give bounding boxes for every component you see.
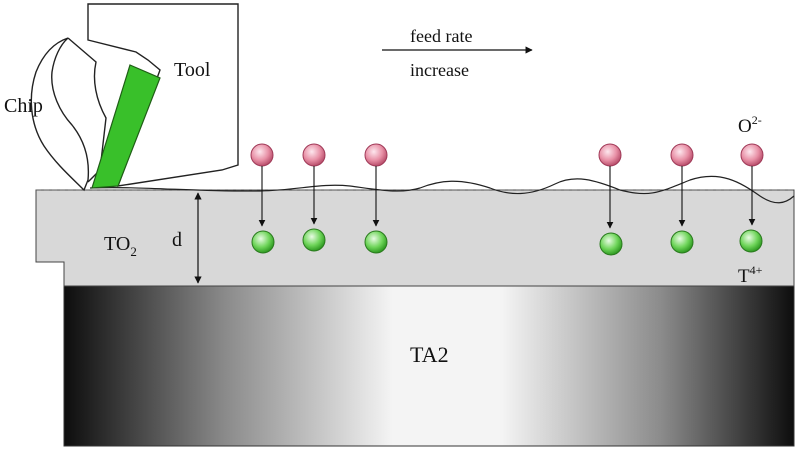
oxygen-ion xyxy=(302,143,326,167)
oxygen-ion xyxy=(598,143,622,167)
oxide-layer xyxy=(35,189,795,287)
titanium-ion xyxy=(251,230,275,254)
titanium-label-base: T xyxy=(738,266,750,287)
increase-label: increase xyxy=(410,60,469,80)
oxygen-ions xyxy=(250,143,764,167)
oxide-label-base: TO xyxy=(104,233,130,255)
oxygen-ion xyxy=(364,143,388,167)
titanium-label: T4+ xyxy=(738,263,763,287)
oxygen-label: O2- xyxy=(738,113,762,137)
oxygen-ion xyxy=(670,143,694,167)
machined-surface-profile xyxy=(89,175,795,204)
substrate-ta2 xyxy=(63,285,795,447)
titanium-ion xyxy=(670,230,694,254)
titanium-label-sup: 4+ xyxy=(750,263,763,277)
titanium-ion xyxy=(364,230,388,254)
titanium-ion xyxy=(739,229,763,253)
feed-rate-label: feed rate xyxy=(410,26,472,46)
titanium-ions xyxy=(251,228,763,256)
oxide-label: TO2 xyxy=(104,233,137,259)
diffusion-arrows xyxy=(258,166,756,229)
chip-shape xyxy=(30,37,90,192)
chip-label: Chip xyxy=(4,95,43,117)
oxygen-label-sup: 2- xyxy=(752,113,762,127)
oxygen-ion xyxy=(740,143,764,167)
tool-insert xyxy=(91,64,161,189)
substrate-label: TA2 xyxy=(410,342,449,367)
titanium-ion xyxy=(599,232,623,256)
oxide-label-sub: 2 xyxy=(130,244,137,259)
thickness-label: d xyxy=(172,229,182,251)
chip-inner-curve xyxy=(67,37,107,183)
tool-label: Tool xyxy=(174,59,211,81)
oxygen-ion xyxy=(250,143,274,167)
titanium-ion xyxy=(302,228,326,252)
oxygen-label-base: O xyxy=(738,116,752,137)
